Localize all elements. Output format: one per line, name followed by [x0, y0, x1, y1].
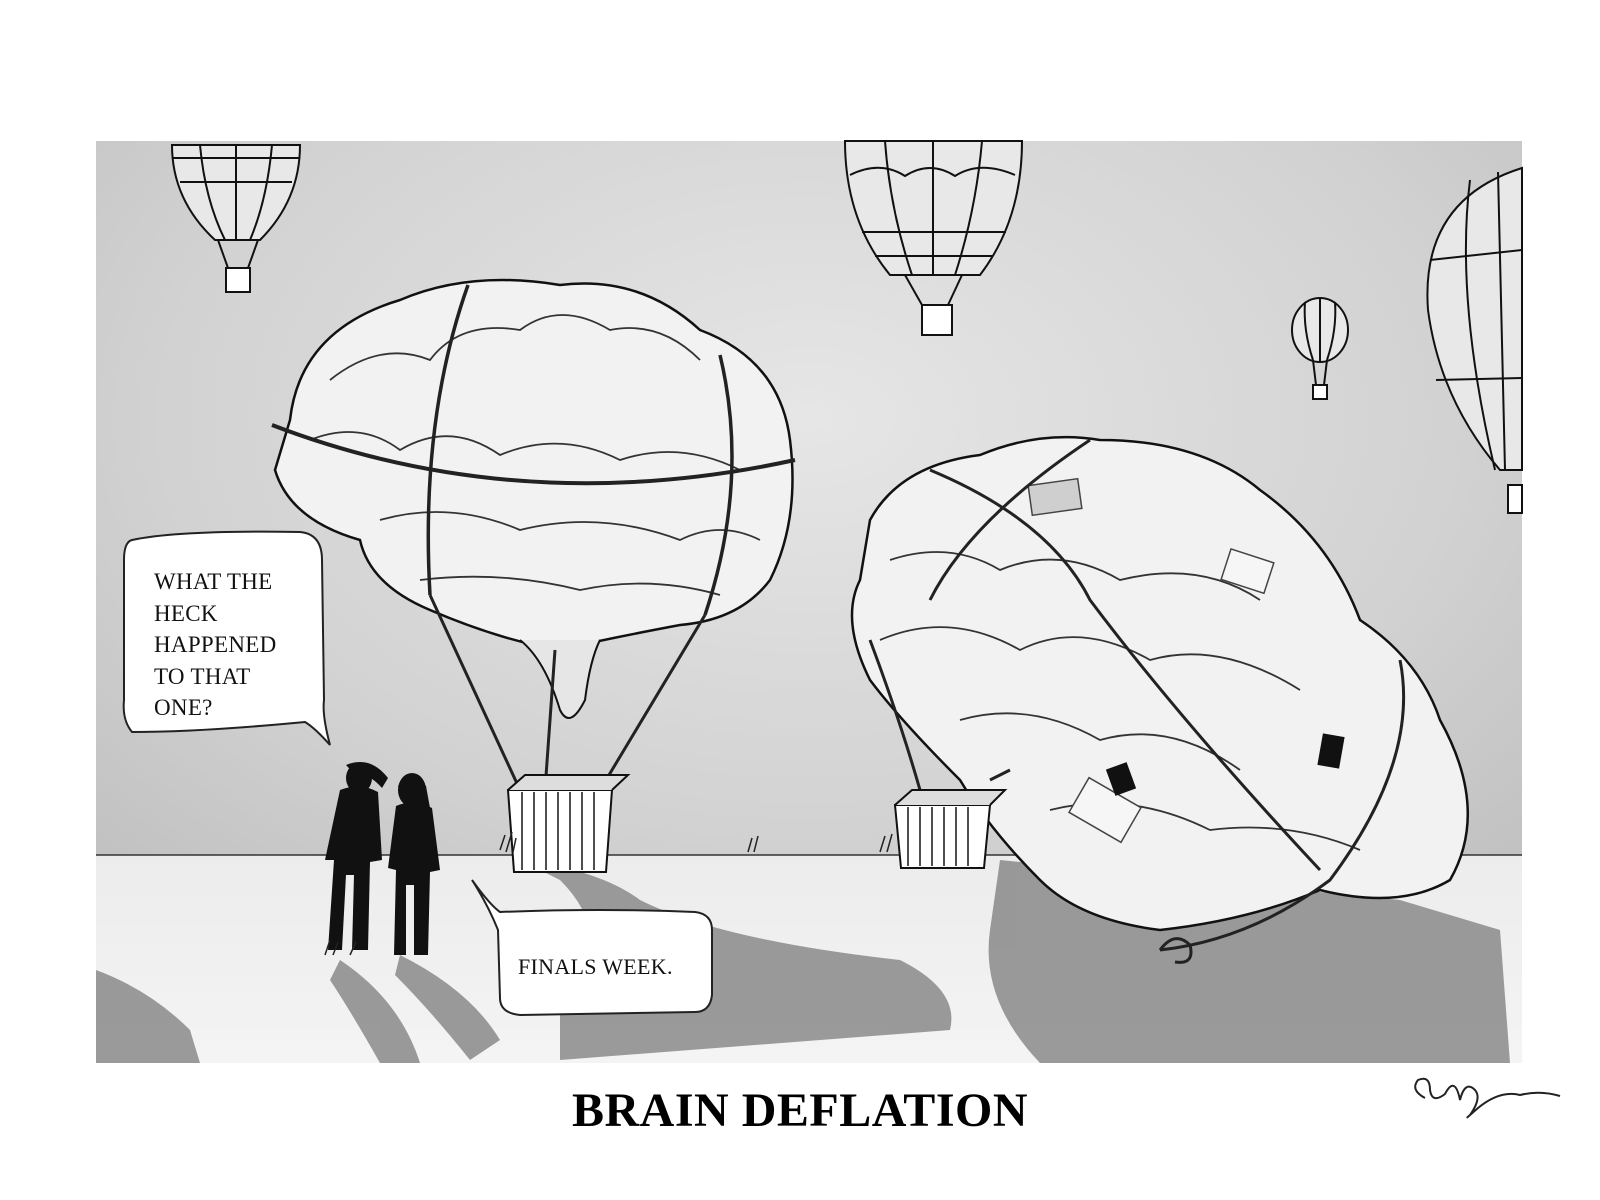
couple-silhouette — [325, 761, 440, 955]
hot-air-balloon-top-center — [843, 140, 1024, 336]
basket-right — [893, 789, 1008, 869]
brain-balloon-deflated — [850, 435, 1470, 964]
speech-bubble-answer — [471, 879, 713, 1017]
speech-bubble-question — [122, 530, 331, 746]
artist-signature — [1414, 1077, 1561, 1119]
basket-left — [506, 774, 631, 873]
grass-tufts — [324, 831, 893, 956]
hot-air-balloon-top-left — [170, 144, 302, 293]
brain-balloon-inflated — [271, 278, 796, 791]
speech-question-text: WHAT THE HECK HAPPENED TO THAT ONE? — [154, 569, 277, 720]
cartoon-title: BRAIN DEFLATION — [572, 1084, 1028, 1137]
speech-answer-text: FINALS WEEK. — [518, 954, 673, 979]
hot-air-balloon-small — [1291, 297, 1349, 400]
hot-air-balloon-right-edge — [1426, 166, 1523, 514]
